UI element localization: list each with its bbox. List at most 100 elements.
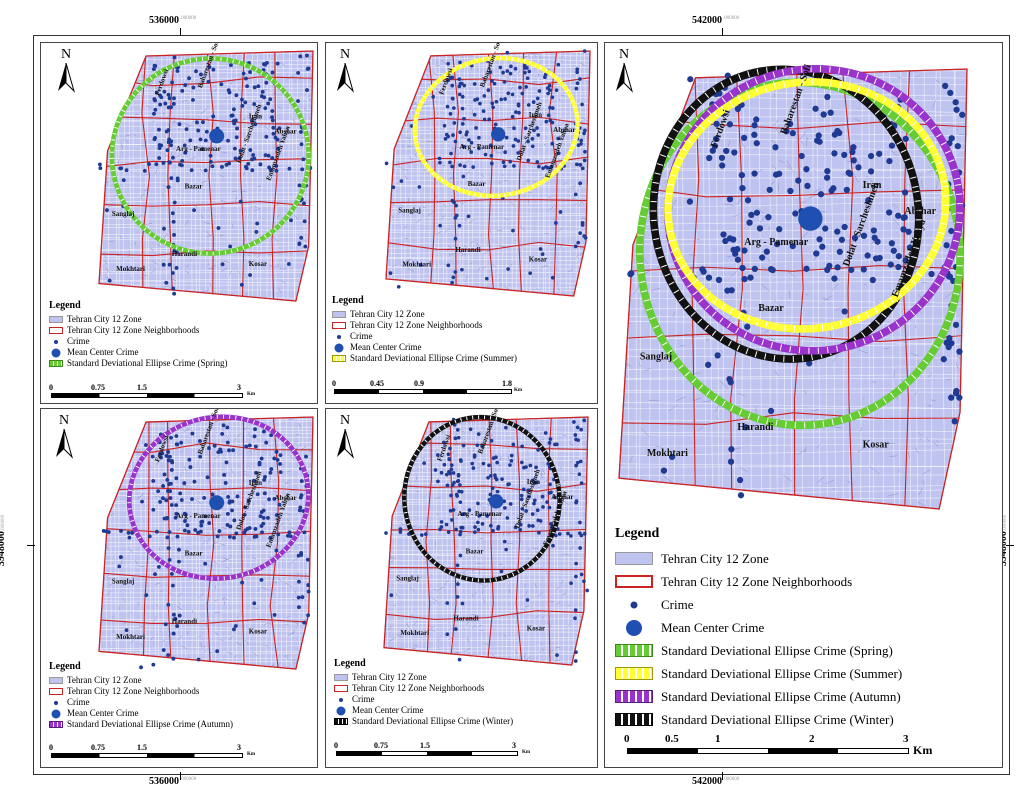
street-line	[249, 537, 253, 541]
street-line	[420, 457, 425, 459]
street-line	[137, 494, 143, 499]
street-line	[831, 426, 842, 429]
place-label: Kosar	[529, 256, 547, 264]
crime-swatch	[334, 697, 348, 703]
crime-point	[166, 546, 171, 551]
street-line	[236, 642, 242, 646]
crime-point	[419, 263, 423, 267]
crime-point	[204, 129, 209, 134]
crime-point	[263, 153, 268, 158]
street-line	[512, 615, 515, 617]
street-line	[563, 417, 566, 665]
crime-point	[246, 161, 251, 166]
street-line	[402, 168, 409, 171]
street-line	[155, 616, 157, 621]
street-line	[116, 115, 118, 118]
crime-point	[834, 228, 841, 235]
street-line	[538, 417, 540, 665]
street-line	[556, 586, 561, 590]
crime-point	[816, 236, 823, 243]
crime-point	[300, 595, 305, 600]
street-line	[145, 104, 152, 109]
street-line	[151, 248, 154, 252]
crime-point	[953, 387, 960, 395]
crime-point	[451, 471, 456, 475]
legend-crime-label: Crime	[661, 597, 694, 612]
place-label: Bazar	[468, 180, 486, 188]
crime-point	[895, 253, 902, 260]
crime-point	[247, 443, 252, 448]
crime-point	[751, 131, 758, 138]
street-line	[444, 579, 449, 586]
street-line	[503, 566, 506, 568]
street-line	[509, 201, 514, 206]
crime-point	[199, 72, 203, 77]
street-line	[477, 188, 482, 192]
crime-point	[445, 483, 450, 488]
crime-point	[455, 428, 460, 432]
street-line	[530, 122, 537, 126]
crime-point	[169, 143, 174, 148]
crime-point	[453, 236, 458, 241]
crime-point	[518, 527, 523, 532]
street-line	[179, 120, 182, 123]
crime-point	[848, 266, 855, 273]
street-line	[436, 61, 438, 64]
street-line	[386, 482, 390, 488]
street-line	[409, 586, 415, 592]
street-line	[163, 202, 168, 206]
street-line	[914, 325, 917, 329]
zone-swatch	[332, 311, 346, 318]
autumn-ellipse-swatch	[615, 690, 653, 703]
crime-point	[476, 432, 481, 436]
street-line	[524, 55, 530, 58]
street-line	[572, 184, 576, 190]
street-line	[384, 503, 588, 507]
summer-ellipse-dash	[412, 56, 580, 198]
crime-point	[306, 66, 311, 71]
street-line	[289, 523, 292, 526]
crime-point	[554, 221, 558, 225]
street-line	[457, 581, 459, 583]
crime-point	[144, 593, 149, 598]
street-line	[215, 420, 221, 422]
place-label: Abshar	[274, 494, 296, 502]
street-line	[415, 219, 421, 224]
street-line	[955, 362, 959, 369]
crime-point	[299, 235, 304, 240]
crime-point	[519, 493, 524, 498]
street-line	[231, 223, 234, 228]
crime-point	[220, 262, 225, 267]
street-line	[922, 479, 925, 486]
street-line	[413, 621, 418, 626]
scale-bar	[51, 753, 243, 758]
crime-point	[520, 506, 525, 511]
street-line	[291, 659, 296, 664]
crime-point	[537, 164, 541, 169]
street-line	[525, 656, 531, 661]
crime-point	[492, 81, 497, 86]
street-line	[541, 492, 548, 497]
crime-point	[433, 468, 438, 472]
street-line	[479, 625, 482, 627]
street-line	[176, 193, 180, 197]
street-line	[930, 399, 936, 402]
street-line	[99, 245, 313, 251]
crime-point	[480, 522, 485, 526]
street-line	[443, 203, 446, 209]
street-line	[399, 166, 405, 171]
summer-ellipse-dash	[664, 78, 949, 332]
street-line	[175, 153, 182, 159]
street-line	[384, 491, 588, 495]
street-line	[99, 585, 313, 590]
street-line	[457, 142, 460, 145]
street-line	[404, 106, 407, 110]
street-line	[272, 514, 277, 519]
street-line	[188, 143, 191, 147]
crime-point	[422, 461, 426, 466]
zone-swatch	[49, 677, 63, 684]
street-line	[99, 483, 313, 485]
street-line	[303, 108, 309, 112]
street-line	[229, 635, 234, 641]
street-line	[225, 96, 231, 98]
